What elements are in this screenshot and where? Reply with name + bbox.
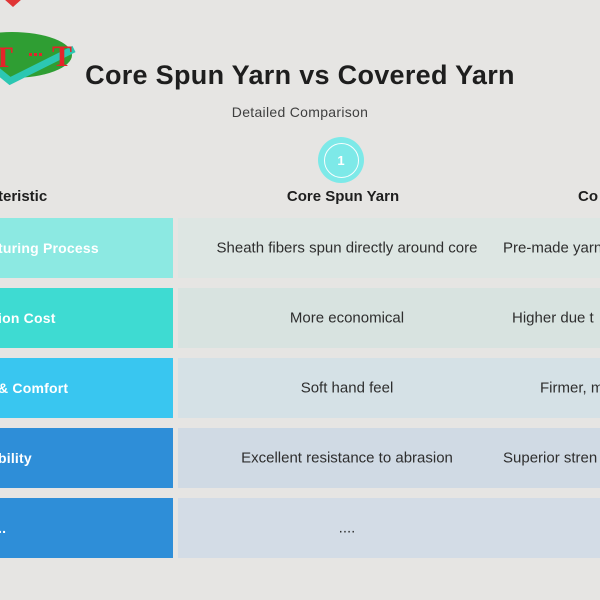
logo-letter-left: T xyxy=(0,41,13,74)
table-row: & Comfort Soft hand feel Firmer, m xyxy=(0,358,600,418)
table-row: .. .... xyxy=(0,498,600,558)
step-badge: 1 xyxy=(318,137,364,183)
page-subtitle: Detailed Comparison xyxy=(231,104,369,120)
logo-dot xyxy=(34,53,37,56)
cell-core-spun: More economical xyxy=(289,309,405,327)
logo-dot xyxy=(39,53,42,56)
row-label-text: .. xyxy=(0,520,7,536)
row-label-truncated: .. xyxy=(0,498,173,558)
row-values: Excellent resistance to abrasion Superio… xyxy=(178,428,600,488)
header-characteristic: teristic xyxy=(0,188,48,205)
cell-core-spun: Excellent resistance to abrasion xyxy=(241,449,453,467)
cell-covered: Superior stren xyxy=(503,449,598,467)
row-label-text: turing Process xyxy=(0,240,99,256)
table-row: bility Excellent resistance to abrasion … xyxy=(0,428,600,488)
cell-covered: Firmer, m xyxy=(540,379,600,397)
cell-covered: Pre-made yarn xyxy=(503,239,600,257)
header-covered-yarn: Co xyxy=(578,188,598,205)
step-badge-number: 1 xyxy=(323,142,359,178)
logo-graphic: T T xyxy=(0,0,76,86)
table-header-row: teristic Core Spun Yarn Co xyxy=(0,188,600,208)
row-label-production-cost: ion Cost xyxy=(0,288,173,348)
row-label-text: ion Cost xyxy=(0,310,56,326)
company-logo: T T xyxy=(0,0,150,100)
header-core-spun-yarn: Core Spun Yarn xyxy=(286,188,400,205)
row-values: .... xyxy=(178,498,600,558)
row-values: Sheath fibers spun directly around core … xyxy=(178,218,600,278)
row-label-text: & Comfort xyxy=(0,380,69,396)
logo-diamond-icon xyxy=(5,0,21,7)
cell-core-spun: Soft hand feel xyxy=(300,379,394,397)
cell-core-spun: .... xyxy=(338,519,356,537)
logo-dot xyxy=(29,53,32,56)
row-label-feel-comfort: & Comfort xyxy=(0,358,173,418)
logo-letter-right: T xyxy=(52,40,72,73)
row-values: More economical Higher due t xyxy=(178,288,600,348)
row-label-manufacturing-process: turing Process xyxy=(0,218,173,278)
cell-covered: Higher due t xyxy=(512,309,594,327)
table-row: ion Cost More economical Higher due t xyxy=(0,288,600,348)
table-row: turing Process Sheath fibers spun direct… xyxy=(0,218,600,278)
cell-core-spun: Sheath fibers spun directly around core xyxy=(216,239,478,257)
row-values: Soft hand feel Firmer, m xyxy=(178,358,600,418)
page-title: Core Spun Yarn vs Covered Yarn xyxy=(85,60,515,90)
logo-checkmark-icon xyxy=(0,45,76,86)
row-label-durability: bility xyxy=(0,428,173,488)
row-label-text: bility xyxy=(0,450,32,466)
